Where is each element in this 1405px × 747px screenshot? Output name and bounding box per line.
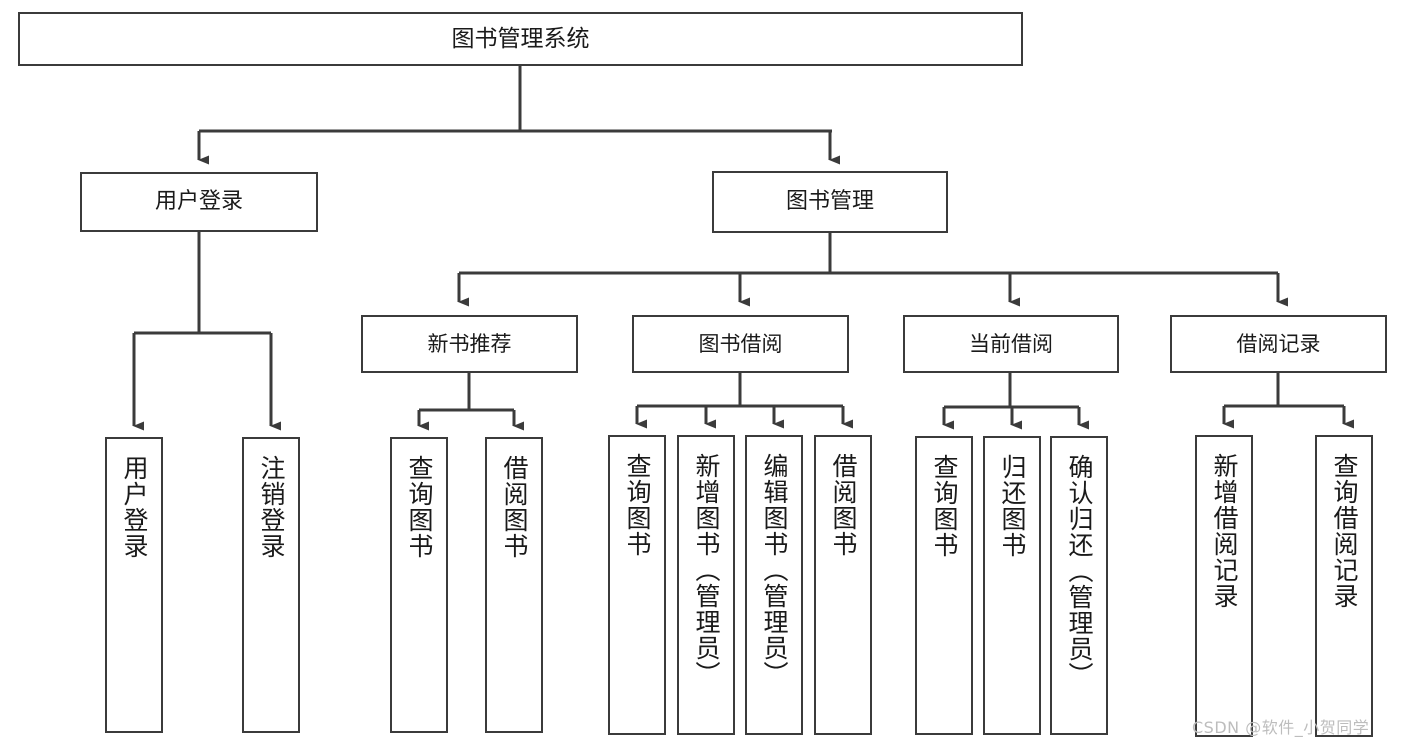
leaf-borrow-edit-book-admin[interactable]: 编辑图书（管理员） bbox=[745, 435, 803, 735]
leaf-current-confirm-return-admin[interactable]: 确认归还（管理员） bbox=[1050, 436, 1108, 735]
node-label: 图书借阅 bbox=[698, 331, 783, 356]
node-label: 图书管理系统 bbox=[451, 25, 590, 52]
node-borrow-record[interactable]: 借阅记录 bbox=[1170, 315, 1387, 373]
node-book-borrow[interactable]: 图书借阅 bbox=[632, 315, 849, 373]
node-new-book-recommend[interactable]: 新书推荐 bbox=[361, 315, 578, 373]
node-label: 用户登录 bbox=[154, 189, 243, 214]
leaf-user-login-logout[interactable]: 注销登录 bbox=[242, 437, 300, 733]
node-label: 用户登录 bbox=[120, 455, 149, 559]
leaf-borrow-add-book-admin[interactable]: 新增图书（管理员） bbox=[677, 435, 735, 735]
leaf-recommend-query-book[interactable]: 查询图书 bbox=[390, 437, 448, 733]
leaf-record-query-record[interactable]: 查询借阅记录 bbox=[1315, 435, 1373, 737]
node-label: 查询借阅记录 bbox=[1330, 453, 1359, 609]
node-label: 确认归还（管理员） bbox=[1065, 454, 1094, 688]
node-label: 注销登录 bbox=[257, 455, 286, 559]
node-book-management[interactable]: 图书管理 bbox=[712, 171, 948, 233]
node-label: 借阅记录 bbox=[1236, 331, 1321, 356]
node-label: 新书推荐 bbox=[427, 331, 512, 356]
leaf-borrow-borrow-book[interactable]: 借阅图书 bbox=[814, 435, 872, 735]
node-label: 编辑图书（管理员） bbox=[760, 453, 789, 687]
node-label: 借阅图书 bbox=[500, 455, 529, 559]
node-label: 图书管理 bbox=[785, 189, 874, 214]
node-user-login[interactable]: 用户登录 bbox=[80, 172, 318, 232]
leaf-current-query-book[interactable]: 查询图书 bbox=[915, 436, 973, 735]
node-label: 查询图书 bbox=[623, 453, 652, 557]
node-label: 查询图书 bbox=[930, 454, 959, 558]
leaf-recommend-borrow-book[interactable]: 借阅图书 bbox=[485, 437, 543, 733]
node-label: 当前借阅 bbox=[969, 331, 1053, 356]
node-label: 借阅图书 bbox=[829, 453, 858, 557]
leaf-user-login-login[interactable]: 用户登录 bbox=[105, 437, 163, 733]
node-label: 新增图书（管理员） bbox=[692, 453, 721, 687]
watermark: CSDN @软件_小贺同学 bbox=[1192, 718, 1370, 737]
leaf-record-add-record[interactable]: 新增借阅记录 bbox=[1195, 435, 1253, 737]
leaf-borrow-query-book[interactable]: 查询图书 bbox=[608, 435, 666, 735]
node-current-borrow[interactable]: 当前借阅 bbox=[903, 315, 1119, 373]
node-root-system[interactable]: 图书管理系统 bbox=[18, 12, 1023, 66]
node-label: 归还图书 bbox=[998, 454, 1027, 558]
node-label: 查询图书 bbox=[405, 455, 434, 559]
leaf-current-return-book[interactable]: 归还图书 bbox=[983, 436, 1041, 735]
node-label: 新增借阅记录 bbox=[1210, 453, 1239, 609]
